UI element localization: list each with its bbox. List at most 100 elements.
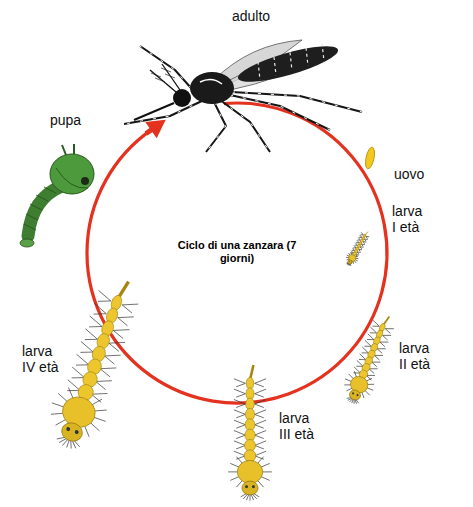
larva-bristle [236,425,245,428]
mosquito-antenna-hair [161,68,171,72]
pupa-figure [20,144,94,247]
larva-bristle [98,297,111,305]
larva-bristle [89,323,102,331]
larva-bristle [364,340,373,346]
larva-bristle [112,330,125,338]
larva-segment [244,450,256,462]
larva-eye [245,485,248,488]
mosquito-antenna-hair [165,74,175,78]
larva-bristle [236,435,245,438]
larva-bristle [255,445,264,448]
stage-label: adulto [232,8,270,24]
pupa-cephalothorax [50,154,94,194]
larva-eye [352,392,355,395]
cycle-title: Ciclo di una zanzara (7 giorni) [171,239,303,265]
pupa-segment-line [44,187,56,193]
larva-bristle [255,414,264,417]
larva-bristle [91,389,107,400]
larva-bristle [113,325,129,336]
larva-bristle [234,379,246,384]
larva-bristle [109,338,125,349]
cycle-arrowhead [145,120,165,139]
stage-label: pupa [50,112,81,128]
larva-bristle [255,451,267,456]
mosquito-stripe [322,43,324,61]
larva-bristle [236,445,245,448]
mosquito-antenna [162,64,180,90]
pupa-paddle [20,239,34,247]
larva-figure [228,365,272,501]
mosquito-leg [232,92,362,112]
larva-bristle [234,410,246,415]
stage-label: larva IV età [22,343,62,375]
larva-head [347,259,353,265]
larva-bristle [236,414,245,417]
larva-bristle [234,420,246,425]
larva-bristle [234,451,246,456]
larva-bristle [361,232,365,235]
larva-bristle [255,379,267,384]
larva-bristle [103,356,116,364]
larva-bristle [364,344,371,349]
larva-bristle [96,376,112,387]
larva-bristle [255,435,264,438]
larva-bristle [234,441,246,446]
larva-bristle [376,349,383,354]
mosquito-thorax-mark [200,79,222,84]
larva-bristle [369,327,378,333]
mosquito-leg-band [220,100,270,152]
larva-eye [356,394,359,397]
larva-bristle [255,383,264,386]
mosquito-stripe [274,57,276,75]
larva-bristle [234,431,246,436]
larva-bristle [366,235,370,238]
mosquito-antenna [150,70,176,92]
larva-bristle [255,389,267,394]
larva-bristle [372,324,379,329]
larva-bristle [367,337,374,342]
larva-bristle [361,234,364,236]
larva-bristle [255,425,264,428]
stage-label: larva III età [279,410,317,442]
larva-bristle [362,351,369,356]
larva-thorax [237,460,262,483]
larva-bristle [100,363,116,374]
larva-bristle [384,329,391,334]
larva-bristle [85,335,98,343]
mosquito-stripe [290,52,292,70]
larva-head [59,420,85,444]
larva-bristle [255,441,267,446]
mosquito-abdomen [235,39,341,89]
larva-bristle [72,374,85,382]
larva-bristle [359,236,362,238]
larva-figure [343,228,373,268]
pupa-wingcase [56,168,88,188]
larva-bristle [255,394,264,397]
mosquito-antenna-hair [155,78,165,82]
mosquito-stripe [258,62,260,80]
larva-bristle [105,350,121,361]
larva-bristle [234,389,246,394]
larva-bristle [366,334,375,340]
mosquito-thorax [190,72,234,104]
larva-bristle [255,399,267,404]
larva-bristle [83,329,99,340]
larva-bristle [370,331,377,336]
larva-eye [74,430,79,435]
mosquito-leg-band [232,92,362,112]
cycle-circle [87,103,387,403]
larva-bristle [382,335,389,340]
larva-bristle [121,305,134,313]
pupa-segment-line [26,214,38,220]
larva-bristle [234,399,246,404]
mosquito-leg [124,100,204,124]
pupa-segment-line [24,224,36,230]
larva-bristle [97,290,113,301]
larva-bristle [385,326,394,332]
larva-bristle [255,431,267,436]
stage-label: larva II età [399,340,433,372]
pupa-trumpet [62,145,66,155]
larva-bristle [116,318,129,326]
mosquito-leg-band [124,100,204,124]
